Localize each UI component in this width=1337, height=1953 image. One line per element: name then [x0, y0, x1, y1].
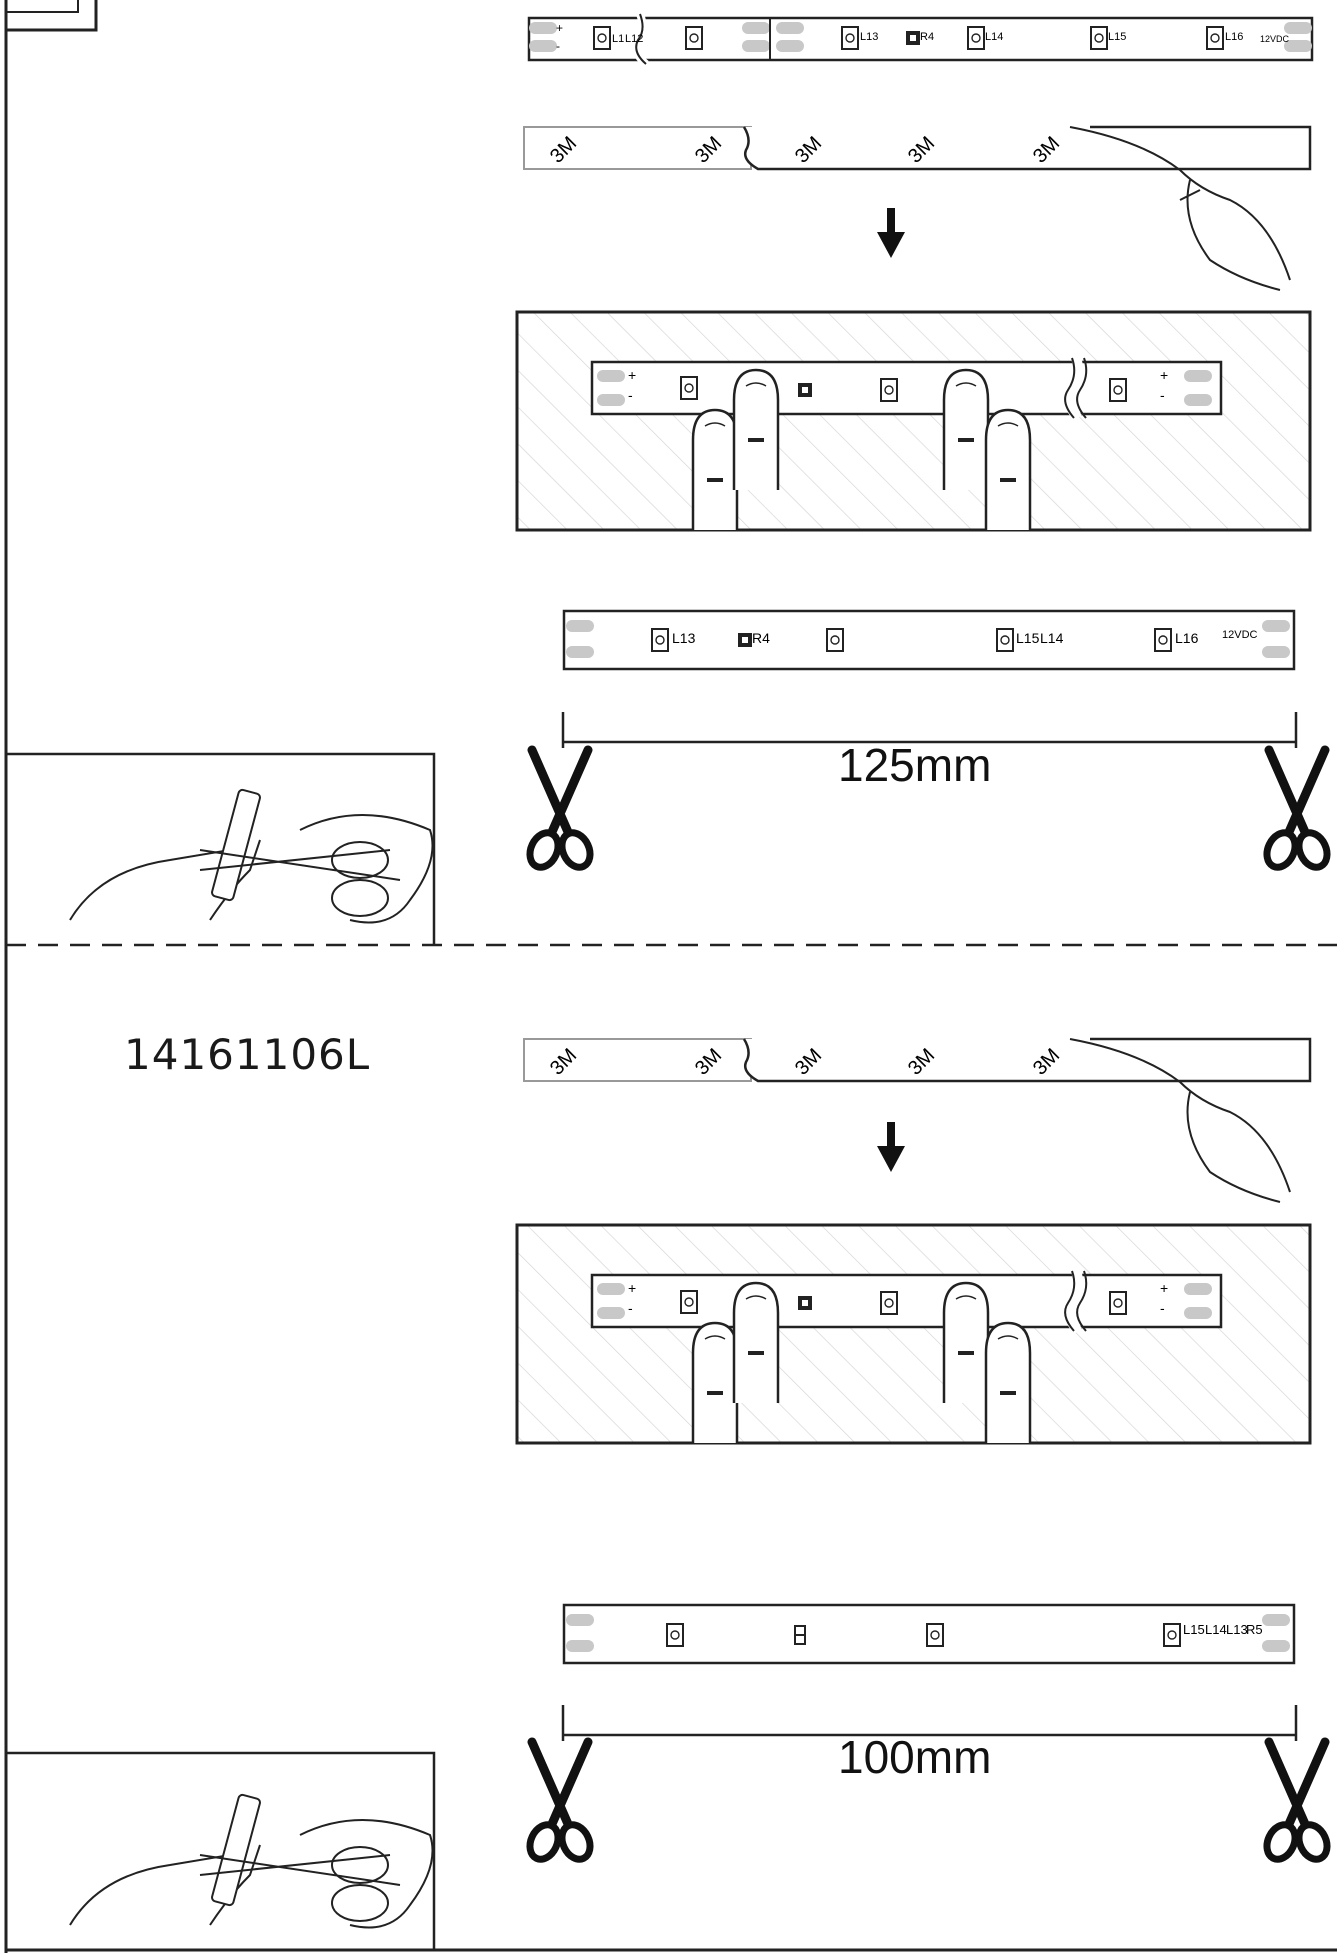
strip-label-l13: L13 [672, 630, 696, 646]
strip-minus-label: - [1160, 387, 1165, 403]
strip-label-l13: L13 [1226, 1622, 1248, 1637]
strip-label-l15: L15 [1183, 1622, 1205, 1637]
strip-label-l16: L16 [1175, 630, 1199, 646]
length-label-125: 125mm [838, 739, 992, 791]
scissors-icon [525, 1742, 596, 1864]
press-surface-bottom: + - + - [515, 1223, 1312, 1445]
strip-minus-label: - [628, 387, 633, 403]
strip-plus-label: + [1160, 367, 1168, 383]
strip-minus-label: - [556, 39, 560, 53]
strip-label-l15: L15 [1016, 630, 1040, 646]
strip-voltage-label: 12VDC [1222, 629, 1258, 641]
strip-label-r5: R5 [1246, 1622, 1263, 1637]
tape-peel-top: 3M 3M 3M 3M 3M [523, 125, 1312, 291]
press-surface-top: + - + - [515, 310, 1312, 532]
left-frame [4, 0, 1337, 1953]
strip-voltage-label: 12VDC [1260, 34, 1290, 44]
length-label-100: 100mm [838, 1731, 992, 1783]
arrow-down-icon [877, 208, 905, 258]
dimension-line-100 [561, 1705, 1298, 1741]
strip-minus-label: - [1160, 1300, 1165, 1316]
full-led-strip: L1 L12 L13 R4 L14 L15 L16 12VDC + - [527, 12, 1314, 68]
strip-plus-label: + [628, 1280, 636, 1296]
arrow-down-icon [877, 1122, 905, 1172]
strip-label-r4: R4 [920, 31, 934, 43]
cut-illustration-top [6, 752, 436, 945]
cut-illustration-bottom [6, 1751, 436, 1950]
dimension-line-125 [561, 712, 1298, 748]
scissors-icon [1262, 750, 1333, 872]
product-code: 14161106L [124, 1030, 371, 1079]
strip-label-l13: L13 [860, 31, 878, 43]
strip-label-l14: L14 [1040, 630, 1064, 646]
strip-plus-label: + [556, 21, 563, 35]
strip-label-l1: L1 [612, 33, 624, 45]
strip-label-l16: L16 [1225, 31, 1243, 43]
tape-peel-bottom: 3M 3M 3M 3M 3M [523, 1037, 1312, 1203]
scissors-icon [525, 750, 596, 872]
cut-strip-100: L15 L14 L13 R5 [562, 1603, 1296, 1665]
strip-label-l14: L14 [985, 31, 1003, 43]
strip-label-l15: L15 [1108, 31, 1126, 43]
strip-minus-label: - [628, 1300, 633, 1316]
strip-plus-label: + [628, 367, 636, 383]
scissors-icon [1262, 1742, 1333, 1864]
cut-strip-125: L13 R4 L15 L14 L16 12VDC [562, 609, 1296, 671]
strip-label-l14: L14 [1205, 1622, 1227, 1637]
strip-label-l12: L12 [625, 33, 643, 45]
strip-label-r4: R4 [752, 630, 770, 646]
strip-plus-label: + [1160, 1280, 1168, 1296]
